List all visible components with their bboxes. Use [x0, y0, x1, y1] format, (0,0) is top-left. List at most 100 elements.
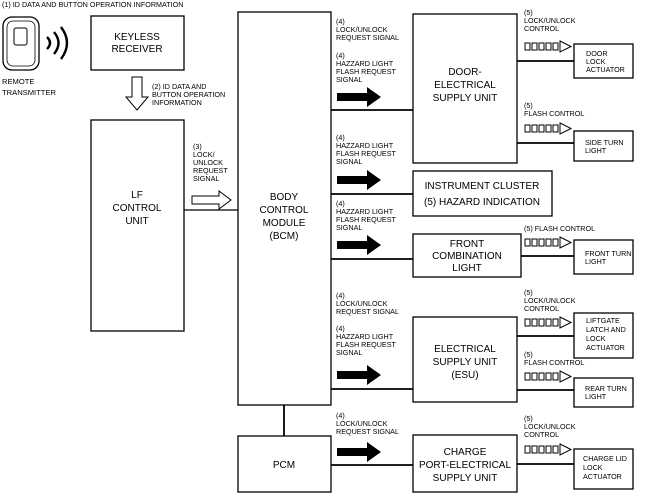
- out-door-lock-2: LOCK: [586, 57, 606, 66]
- front-turn-light-box: [573, 239, 634, 275]
- out-door-lock-1: DOOR: [586, 49, 608, 58]
- ctrl-liftgate-lock-3: CONTROL: [524, 304, 559, 313]
- cluster-haz-arrow: [337, 170, 381, 190]
- sig-pcm-lock-1: (4): [336, 411, 345, 420]
- front-comb-label-2: COMBINATION: [432, 251, 502, 262]
- door-lock-actuator-box: [573, 43, 634, 79]
- sig-front-haz-4: SIGNAL: [336, 223, 362, 232]
- front-comb-label-3: LIGHT: [452, 263, 481, 274]
- sig-cluster-haz-2: HAZZARD LIGHT: [336, 141, 394, 150]
- keyless-label-2: RECEIVER: [111, 44, 162, 55]
- esu-haz-arrow: [337, 365, 381, 385]
- out-door-lock-3: ACTUATOR: [586, 65, 625, 74]
- out-front-turn-1: FRONT TURN: [585, 249, 631, 258]
- bcm-label-3: MODULE: [263, 218, 306, 229]
- door-esu-label-2: ELECTRICAL: [434, 80, 496, 91]
- sig-pcm-lock-2: LOCK/UNLOCK: [336, 419, 388, 428]
- liftgate-latch-box: [573, 312, 634, 359]
- id-data-arrow: [124, 76, 150, 111]
- lf-label-2: CONTROL: [113, 203, 162, 214]
- remote-transmitter-icon: [2, 16, 69, 71]
- lf-out-label-2: LOCK/: [193, 150, 215, 159]
- ctrl-door-lock-2: LOCK/UNLOCK: [524, 16, 576, 25]
- side-turn-light-box: [573, 130, 634, 162]
- lf-in-label-2: BUTTON OPERATION: [152, 90, 225, 99]
- out-liftgate-4: ACTUATOR: [586, 343, 625, 352]
- ctrl-side-flash-1: (5): [524, 101, 533, 110]
- ctrl-liftgate-lock-1: (5): [524, 288, 533, 297]
- sig-front-haz-3: FLASH REQUEST: [336, 215, 397, 224]
- front-haz-arrow: [337, 235, 381, 255]
- ctrl-rear-flash-1: (5): [524, 350, 533, 359]
- keyless-label-1: KEYLESS: [114, 32, 160, 43]
- esu-label-3: (ESU): [451, 370, 478, 381]
- sig-front-haz-2: HAZZARD LIGHT: [336, 207, 394, 216]
- sig-esu-haz-2: HAZZARD LIGHT: [336, 332, 394, 341]
- pcm-box: [237, 435, 332, 493]
- lf-out-label-1: (3): [193, 142, 202, 151]
- lf-label-1: LF: [131, 190, 143, 201]
- rear-turn-light-box: [573, 377, 634, 408]
- sig-esu-haz-4: SIGNAL: [336, 348, 362, 357]
- cluster-label-1: INSTRUMENT CLUSTER: [425, 181, 540, 192]
- cluster-label-2: (5) HAZARD INDICATION: [424, 197, 540, 208]
- charge-lid-actuator-box: [573, 448, 634, 490]
- out-charge-lid-1: CHARGE LID: [583, 454, 627, 463]
- bcm-label-4: (BCM): [270, 231, 299, 242]
- sig-esu-lock-3: REQUEST SIGNAL: [336, 307, 399, 316]
- lf-out-label-4: REQUEST: [193, 166, 228, 175]
- keyless-receiver-box: [90, 15, 185, 71]
- out-rear-turn-2: LIGHT: [585, 392, 607, 401]
- sig-door-lock-3: REQUEST SIGNAL: [336, 33, 399, 42]
- charge-esu-box: [412, 434, 518, 493]
- liftgate-lock-segmented-arrow: [524, 316, 573, 329]
- sig-cluster-haz-1: (4): [336, 133, 345, 142]
- ctrl-door-lock-3: CONTROL: [524, 24, 559, 33]
- front-flash-segmented-arrow: [524, 236, 573, 249]
- sig-door-haz-2: HAZZARD LIGHT: [336, 59, 394, 68]
- lf-in-label-3: INFORMATION: [152, 98, 202, 107]
- lf-out-label-5: SIGNAL: [193, 174, 219, 183]
- ctrl-side-flash-2: FLASH CONTROL: [524, 109, 584, 118]
- sig-cluster-haz-3: FLASH REQUEST: [336, 149, 397, 158]
- remote-label-1: REMOTE: [2, 77, 35, 86]
- bcm-label-2: CONTROL: [260, 205, 309, 216]
- out-liftgate-3: LOCK: [586, 334, 606, 343]
- sig-front-haz-1: (4): [336, 199, 345, 208]
- sig-esu-haz-3: FLASH REQUEST: [336, 340, 397, 349]
- out-rear-turn-1: REAR TURN: [585, 384, 627, 393]
- out-side-turn-1: SIDE TURN: [585, 138, 624, 147]
- sig-cluster-haz-4: SIGNAL: [336, 157, 362, 166]
- charge-esu-label-2: PORT-ELECTRICAL: [419, 460, 511, 471]
- charge-lock-segmented-arrow: [524, 443, 573, 456]
- front-combination-box: [412, 233, 522, 278]
- rear-flash-segmented-arrow: [524, 370, 573, 383]
- sig-esu-haz-1: (4): [336, 324, 345, 333]
- door-esu-label-1: DOOR-: [448, 67, 481, 78]
- out-charge-lid-2: LOCK: [583, 463, 603, 472]
- remote-label-2: TRANSMITTER: [2, 88, 57, 97]
- out-front-turn-2: LIGHT: [585, 257, 607, 266]
- pcm-lock-arrow: [337, 442, 381, 462]
- out-liftgate-2: LATCH AND: [586, 325, 626, 334]
- ctrl-door-lock-1: (5): [524, 8, 533, 17]
- esu-label-2: SUPPLY UNIT: [433, 357, 498, 368]
- sig-door-haz-1: (4): [336, 51, 345, 60]
- lf-in-label-1: (2) ID DATA AND: [152, 82, 206, 91]
- out-side-turn-2: LIGHT: [585, 146, 607, 155]
- ctrl-liftgate-lock-2: LOCK/UNLOCK: [524, 296, 576, 305]
- sig-door-lock-1: (4): [336, 17, 345, 26]
- door-lock-segmented-arrow: [524, 40, 573, 53]
- sig-door-haz-4: SIGNAL: [336, 75, 362, 84]
- esu-box: [412, 316, 518, 403]
- esu-label-1: ELECTRICAL: [434, 344, 496, 355]
- lf-control-unit-box: [90, 119, 185, 332]
- door-esu-label-3: SUPPLY UNIT: [433, 93, 498, 104]
- lf-out-label-3: UNLOCK: [193, 158, 223, 167]
- ctrl-charge-lock-2: LOCK/UNLOCK: [524, 422, 576, 431]
- door-esu-box: [412, 13, 518, 164]
- out-liftgate-1: LIFTGATE: [586, 316, 620, 325]
- ctrl-charge-lock-1: (5): [524, 414, 533, 423]
- ctrl-rear-flash-2: FLASH CONTROL: [524, 358, 584, 367]
- bcm-label-1: BODY: [270, 192, 299, 203]
